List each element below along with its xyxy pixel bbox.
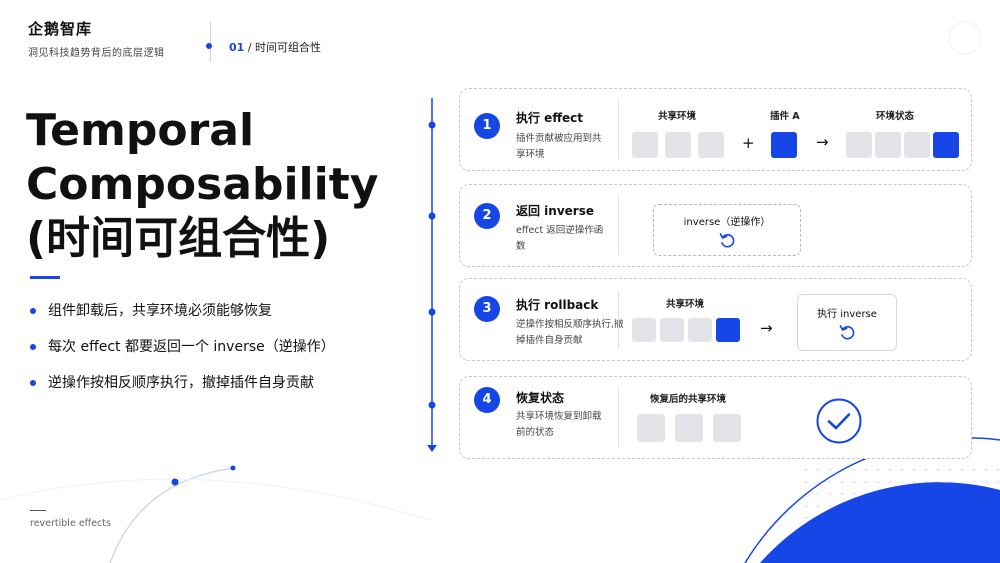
step-card-4: 4 恢复状态 共享环境恢复到卸载前的状态 恢复后的共享环境 — [459, 376, 972, 459]
env-tile — [637, 414, 665, 442]
env-tile — [660, 318, 684, 342]
env-tile — [713, 414, 741, 442]
step-description: 插件贡献被应用到共享环境 — [516, 133, 602, 160]
env-tile — [846, 132, 872, 158]
step-card-2: 2 返回 inverse effect 返回逆操作函数 inverse（逆操作） — [459, 184, 972, 267]
env-tile-plugin — [933, 132, 959, 158]
env-tile — [675, 414, 703, 442]
execute-inverse-box: 执行 inverse — [797, 294, 897, 351]
shared-env-label: 共享环境 — [666, 299, 705, 310]
undo-icon — [839, 325, 855, 340]
bullet-item: 每次 effect 都要返回一个 inverse（逆操作） — [30, 338, 335, 374]
step-description: 共享环境恢复到卸载前的状态 — [516, 411, 602, 438]
card-divider — [618, 101, 619, 159]
env-tile — [698, 132, 724, 158]
shared-env-label: 共享环境 — [658, 111, 697, 122]
env-tile-plugin — [716, 318, 740, 342]
brand-tagline: 洞见科技趋势背后的底层逻辑 — [28, 48, 165, 59]
check-circle-icon — [816, 398, 862, 444]
header-divider — [210, 22, 211, 62]
step-description: 逆操作按相反顺序执行,撤掉插件自身贡献 — [516, 319, 624, 346]
bullet-list: 组件卸载后，共享环境必须能够恢复 每次 effect 都要返回一个 invers… — [30, 302, 335, 410]
title-line-2: Composability — [26, 159, 379, 210]
restored-env-label: 恢复后的共享环境 — [650, 394, 727, 405]
step-description: effect 返回逆操作函数 — [516, 225, 604, 252]
footer-caption: revertible effects — [30, 518, 111, 529]
bullet-item: 逆操作按相反顺序执行，撤掉插件自身贡献 — [30, 374, 335, 410]
section-label: 01 / 时间可组合性 — [229, 39, 321, 55]
header-dot — [206, 43, 212, 49]
title-underline — [30, 276, 60, 279]
env-state-label: 环境状态 — [876, 111, 915, 122]
env-tile — [632, 318, 656, 342]
title-line-3: (时间可组合性) — [26, 213, 331, 264]
section-number: 01 — [229, 41, 245, 54]
plugin-label: 插件 A — [770, 111, 800, 122]
step-number-badge: 1 — [474, 113, 500, 139]
section-separator: / — [247, 41, 252, 54]
execute-inverse-label: 执行 inverse — [817, 309, 877, 320]
undo-icon — [719, 233, 735, 248]
arrow-right-icon: → — [760, 319, 773, 337]
step-title: 恢复状态 — [516, 391, 565, 405]
footer-dash — [30, 510, 46, 511]
plugin-tile — [771, 132, 797, 158]
env-tile — [632, 132, 658, 158]
page-title: Temporal Composability (时间可组合性) — [26, 104, 378, 266]
card-divider — [618, 389, 619, 447]
step-number-badge: 2 — [474, 203, 500, 229]
section-title: 时间可组合性 — [255, 41, 322, 54]
step-title: 执行 effect — [516, 111, 584, 125]
card-divider — [618, 197, 619, 255]
arrow-right-icon: → — [816, 133, 829, 151]
step-title: 执行 rollback — [516, 298, 599, 312]
card-divider — [618, 291, 619, 349]
env-tile — [875, 132, 901, 158]
bullet-item: 组件卸载后，共享环境必须能够恢复 — [30, 302, 335, 338]
title-line-1: Temporal — [26, 105, 255, 156]
step-card-3: 3 执行 rollback 逆操作按相反顺序执行,撤掉插件自身贡献 共享环境 →… — [459, 278, 972, 361]
env-tile — [665, 132, 691, 158]
brand-name: 企鹅智库 — [28, 20, 93, 38]
env-tile — [904, 132, 930, 158]
inverse-box: inverse（逆操作） — [653, 204, 801, 256]
step-number-badge: 3 — [474, 296, 500, 322]
env-tile — [688, 318, 712, 342]
plus-symbol: + — [742, 134, 755, 152]
step-number-badge: 4 — [474, 387, 500, 413]
step-title: 返回 inverse — [516, 204, 594, 218]
inverse-box-label: inverse（逆操作） — [683, 217, 771, 228]
step-card-1: 1 执行 effect 插件贡献被应用到共享环境 共享环境 + 插件 A → 环… — [459, 88, 972, 171]
